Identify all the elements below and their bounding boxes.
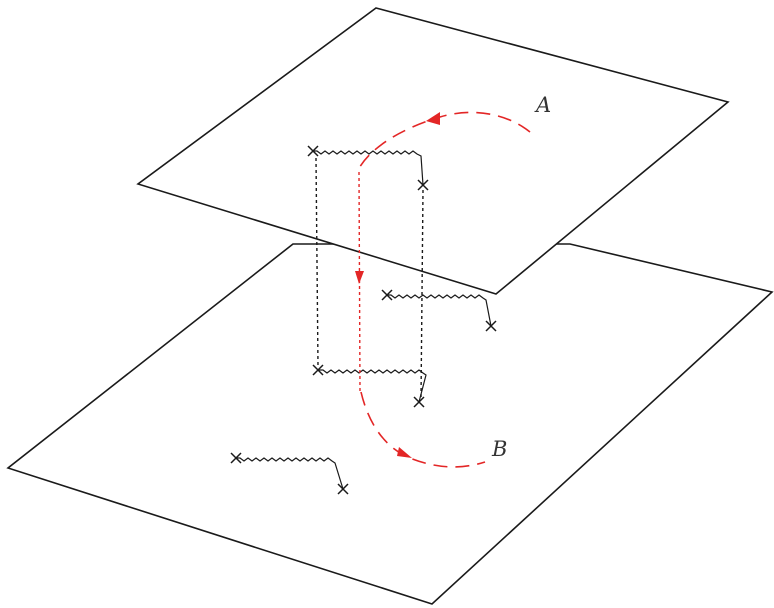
path-arc-lower <box>360 391 486 468</box>
guide-left <box>315 157 319 367</box>
upper-sheet <box>136 7 730 295</box>
upper-branch-points <box>307 145 429 191</box>
path-arrow-upper <box>426 112 440 125</box>
path-arrow-descent <box>355 271 364 284</box>
lower-cut-middle <box>318 369 427 403</box>
guide-right <box>420 189 424 399</box>
upper-cut <box>313 150 424 186</box>
lower-cut-left <box>236 457 344 490</box>
label-sheet-b: B <box>491 437 507 461</box>
label-sheet-a: A <box>534 93 551 117</box>
lower-cut-right <box>387 294 492 327</box>
lower-branch-points <box>230 289 497 495</box>
path-arrow-lower <box>397 447 412 458</box>
